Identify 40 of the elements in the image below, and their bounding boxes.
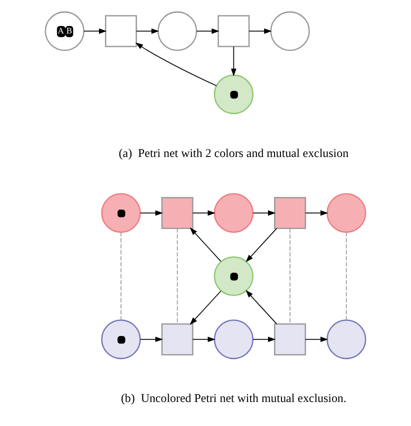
arrow bbox=[140, 210, 164, 216]
node-circle bbox=[214, 256, 254, 296]
node-box bbox=[218, 15, 250, 48]
node-circle bbox=[270, 11, 310, 51]
arrow bbox=[252, 210, 276, 216]
arrow bbox=[190, 227, 222, 262]
arrow bbox=[136, 28, 160, 34]
node-circle bbox=[214, 74, 254, 114]
arrow bbox=[135, 42, 217, 86]
connector bbox=[176, 228, 178, 324]
arrow bbox=[84, 28, 107, 34]
arrow bbox=[305, 210, 328, 216]
arrow bbox=[192, 336, 216, 342]
node-circle bbox=[101, 320, 141, 360]
arrow bbox=[190, 290, 222, 325]
arrow bbox=[305, 336, 328, 342]
label: (a) Petri net with 2 colors and mutual exclusion bbox=[118, 146, 349, 160]
arrow bbox=[140, 336, 164, 342]
label: (b) Uncolored Petri net with mutual exclusion. bbox=[120, 390, 346, 405]
arrow bbox=[248, 28, 272, 34]
connector bbox=[346, 232, 347, 320]
connector bbox=[120, 232, 122, 320]
node-circle bbox=[326, 320, 366, 360]
node-box bbox=[274, 323, 306, 356]
arrow bbox=[196, 28, 220, 34]
arrow bbox=[230, 46, 236, 76]
arrow bbox=[252, 336, 276, 342]
node-box bbox=[104, 15, 137, 48]
node-box bbox=[161, 323, 194, 356]
node-box bbox=[161, 197, 194, 229]
node-circle bbox=[214, 193, 254, 233]
node-box bbox=[274, 197, 306, 229]
arrow bbox=[192, 210, 216, 216]
node-circle bbox=[157, 11, 198, 51]
node-circle: A B bbox=[44, 11, 84, 51]
arrow bbox=[246, 290, 278, 324]
node-circle bbox=[326, 193, 366, 233]
node-circle bbox=[214, 320, 254, 360]
node-circle bbox=[101, 193, 141, 233]
arrow bbox=[246, 228, 278, 262]
